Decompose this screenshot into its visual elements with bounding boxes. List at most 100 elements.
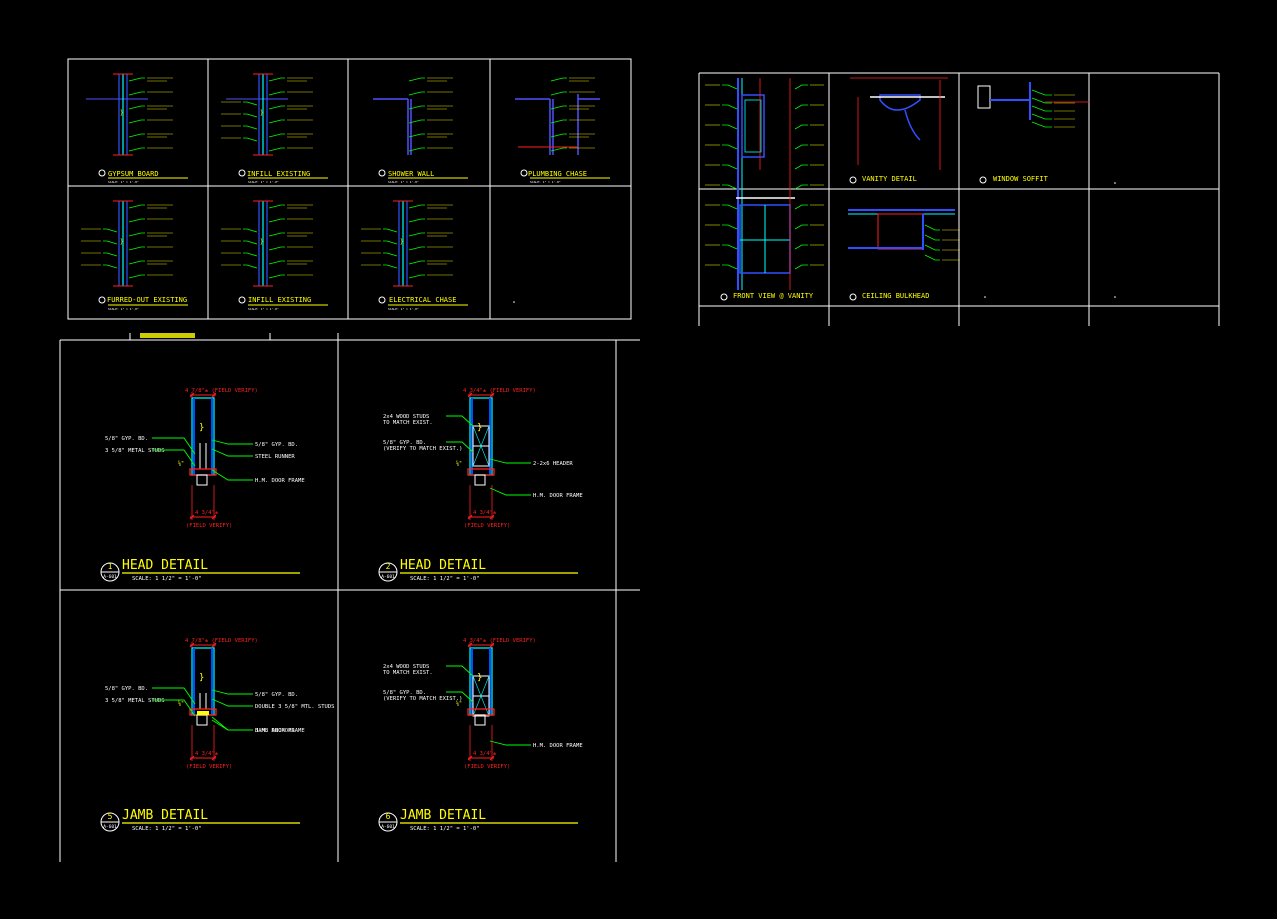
- window-frame: [977, 85, 991, 109]
- detail-title: JAMB DETAIL: [400, 808, 486, 823]
- leader-line: [268, 274, 285, 279]
- leader-line: [924, 244, 940, 251]
- dimension-tick: [211, 642, 217, 648]
- leader-line: [128, 218, 145, 223]
- leader-line: [924, 224, 940, 231]
- leader-line: [408, 77, 425, 82]
- leader-line: [128, 274, 145, 279]
- leader-line: [408, 133, 425, 138]
- leader-line: [794, 84, 808, 90]
- leader-line: [268, 246, 285, 251]
- mirror-glass: [744, 99, 762, 153]
- leader-line: [794, 204, 808, 210]
- leader-line: [408, 91, 425, 96]
- dot-mark: [1114, 182, 1116, 184]
- detail-title: JAMB DETAIL: [122, 808, 208, 823]
- wall-outline: [191, 397, 215, 476]
- right-note-label: STEEL RUNNER: [255, 454, 295, 460]
- door-detail-2: 4 3/4"± (FIELD VERIFY)}⅝"4 3/4"±(FIELD V…: [378, 388, 583, 582]
- leader-line: [794, 144, 808, 150]
- dot-mark: [513, 301, 515, 303]
- left-note-label: (VERIFY TO MATCH EXIST.): [383, 446, 462, 452]
- bottom-dimension-label: 4 3/4"±: [195, 510, 219, 516]
- leader-line: [128, 147, 145, 152]
- leader-line: [924, 234, 940, 241]
- leader-line: [722, 144, 738, 150]
- break-mark: }: [120, 110, 124, 117]
- dimension-tick: [211, 755, 217, 761]
- detail-title-infill-existing-2: INFILL EXISTING: [248, 296, 311, 304]
- detail-title-gypsum-board: GYPSUM BOARD: [108, 170, 159, 178]
- leader-line: [268, 218, 285, 223]
- mirror-frame: [741, 94, 765, 158]
- dimension-tick: [489, 514, 495, 520]
- leader-line: [128, 246, 145, 251]
- leader-line: [243, 228, 258, 233]
- dimension-tick: [467, 392, 473, 398]
- bottom-dimension-note: (FIELD VERIFY): [186, 523, 232, 529]
- leader-line: [794, 124, 808, 130]
- left-note-label: 5/8" GYP. BD.: [383, 440, 426, 446]
- jamb-anchor: [197, 711, 209, 715]
- leader-line: [489, 487, 531, 496]
- sheet-door-details: 4 7/8"± (FIELD VERIFY)}⅝"4 3/4"±(FIELD V…: [59, 333, 640, 862]
- leader-line: [211, 689, 253, 695]
- reveal-dim: ⅝": [178, 460, 184, 467]
- detail-title-vanity-detail: VANITY DETAIL: [862, 175, 917, 183]
- door-frame-stop: [196, 474, 208, 486]
- bottom-dimension-note: (FIELD VERIFY): [464, 764, 510, 770]
- detail-title-electrical-chase: ELECTRICAL CHASE: [389, 296, 456, 304]
- leader-line: [211, 439, 253, 445]
- leader-line: [722, 244, 738, 250]
- detail-number: 2: [386, 562, 391, 571]
- leader-line: [408, 274, 425, 279]
- leader-line: [794, 224, 808, 230]
- leader-line: [794, 104, 808, 110]
- detail-sheet-ref: A-601: [381, 824, 395, 830]
- detail-scale: SCALE: 1 1/2" = 1'-0": [132, 576, 202, 582]
- leader-line: [103, 252, 118, 257]
- detail-title-front-view-vanity: FRONT VIEW @ VANITY: [733, 292, 814, 300]
- detail-number-circle: [238, 169, 246, 177]
- top-dimension-label: 4 7/8"± (FIELD VERIFY): [185, 638, 258, 644]
- leader-line: [211, 469, 253, 481]
- detail-number-circle: [378, 296, 386, 304]
- break-mark: }: [120, 239, 124, 246]
- door-detail-5: 4 7/8"± (FIELD VERIFY)}⅝"4 3/4"±(FIELD V…: [100, 638, 334, 832]
- detail-title-furred-out-existing: FURRED-OUT EXISTING: [107, 296, 187, 304]
- leader-line: [268, 105, 285, 110]
- leader-line: [408, 260, 425, 265]
- break-mark: }: [260, 110, 264, 117]
- dimension-tick: [189, 642, 195, 648]
- leader-line: [722, 124, 738, 130]
- leader-line: [211, 698, 253, 707]
- leader-line: [794, 164, 808, 170]
- dimension-tick: [211, 514, 217, 520]
- leader-line: [211, 716, 253, 731]
- detail-number-circle: [849, 176, 857, 184]
- leader-line: [152, 699, 196, 717]
- left-note-label: TO MATCH EXIST.: [383, 420, 433, 426]
- leader-line: [383, 252, 398, 257]
- dimension-tick: [489, 642, 495, 648]
- leader-line: [243, 137, 258, 142]
- top-dimension-label: 4 7/8"± (FIELD VERIFY): [185, 388, 258, 394]
- leader-line: [408, 246, 425, 251]
- left-note-label: 3 5/8" METAL STUDS: [105, 698, 165, 704]
- detail-title-infill-existing: INFILL EXISTING: [247, 170, 310, 178]
- leader-line: [243, 101, 258, 106]
- leader-line: [152, 449, 196, 467]
- right-note-label: 5/8" GYP. BD.: [255, 692, 298, 698]
- detail-title-ceiling-bulkhead: CEILING BULKHEAD: [862, 292, 929, 300]
- leader-line: [383, 264, 398, 269]
- detail-title: HEAD DETAIL: [122, 558, 208, 573]
- detail-title-window-soffit: WINDOW SOFFIT: [993, 175, 1049, 183]
- scale-note: SCALE: 1" = 1'-0": [248, 180, 279, 184]
- leader-line: [722, 104, 738, 110]
- detail-number-circle: [979, 176, 987, 184]
- leader-line: [211, 448, 253, 457]
- detail-number-circle: [98, 169, 106, 177]
- detail-scale: SCALE: 1 1/2" = 1'-0": [132, 826, 202, 832]
- left-note-label: 5/8" GYP. BD.: [383, 690, 426, 696]
